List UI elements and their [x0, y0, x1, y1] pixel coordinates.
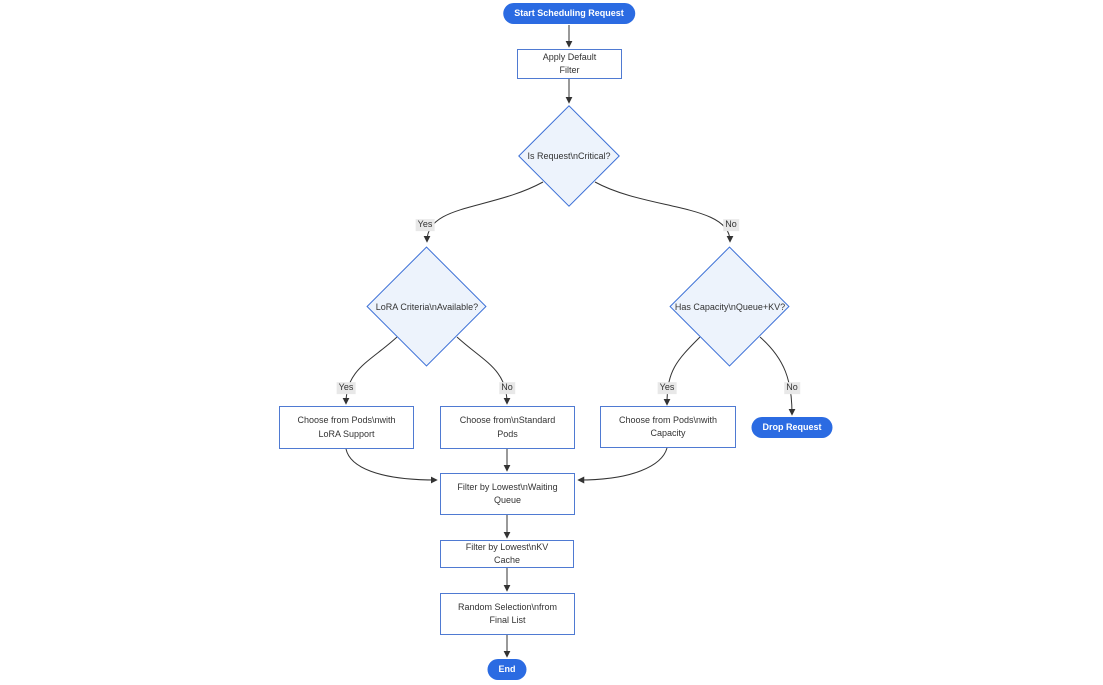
node-label: Start Scheduling Request: [514, 8, 624, 18]
node-label: Filter by Lowest\nKV Cache: [465, 541, 549, 565]
node-label: Choose from\nStandard Pods: [459, 415, 556, 439]
edge-label-lora-yes: Yes: [336, 382, 356, 394]
node-label: Apply Default Filter: [542, 51, 597, 75]
node-label: Random Selection\nfrom Final List: [457, 601, 558, 625]
edge-label-capacity-no: No: [784, 382, 800, 394]
edge-label-lora-no: No: [499, 382, 515, 394]
edge-capacity-yes-to-choose-capacity: [663, 336, 701, 406]
node-choose-lora-pods: Choose from Pods\nwith LoRA Support: [279, 406, 414, 449]
node-start: Start Scheduling Request: [503, 3, 635, 25]
decision-label-has-capacity: Has Capacity\nQueue+KV?: [674, 302, 786, 312]
node-label: Drop Request: [762, 422, 822, 432]
node-label: Choose from Pods\nwith LoRA Support: [297, 415, 396, 439]
edge-choose-lora-to-filter-queue: [345, 448, 438, 484]
node-filter-waiting-queue: Filter by Lowest\nWaiting Queue: [440, 473, 575, 515]
edge-capacity-no-to-drop: [759, 336, 796, 416]
node-choose-capacity-pods: Choose from Pods\nwith Capacity: [600, 406, 736, 448]
edge-label-critical-no: No: [723, 219, 739, 231]
edge-label-critical-yes: Yes: [415, 219, 435, 231]
node-end: End: [487, 659, 527, 681]
node-label: End: [498, 664, 516, 674]
node-drop-request: Drop Request: [751, 417, 833, 439]
edge-choose-capacity-to-filter-queue: [577, 447, 668, 484]
node-choose-standard-pods: Choose from\nStandard Pods: [440, 406, 575, 449]
edge-critical-yes-to-lora: [423, 181, 544, 243]
node-label: Choose from Pods\nwith Capacity: [618, 414, 718, 438]
node-label: Filter by Lowest\nWaiting Queue: [457, 481, 558, 505]
node-apply-default-filter: Apply Default Filter: [517, 49, 622, 79]
node-random-selection: Random Selection\nfrom Final List: [440, 593, 575, 635]
node-filter-kv-cache: Filter by Lowest\nKV Cache: [440, 540, 574, 568]
decision-label-is-critical: Is Request\nCritical?: [527, 151, 611, 161]
decision-label-lora-criteria: LoRA Criteria\nAvailable?: [375, 302, 479, 312]
edge-label-capacity-yes: Yes: [657, 382, 677, 394]
edge-critical-no-to-capacity: [594, 181, 734, 243]
